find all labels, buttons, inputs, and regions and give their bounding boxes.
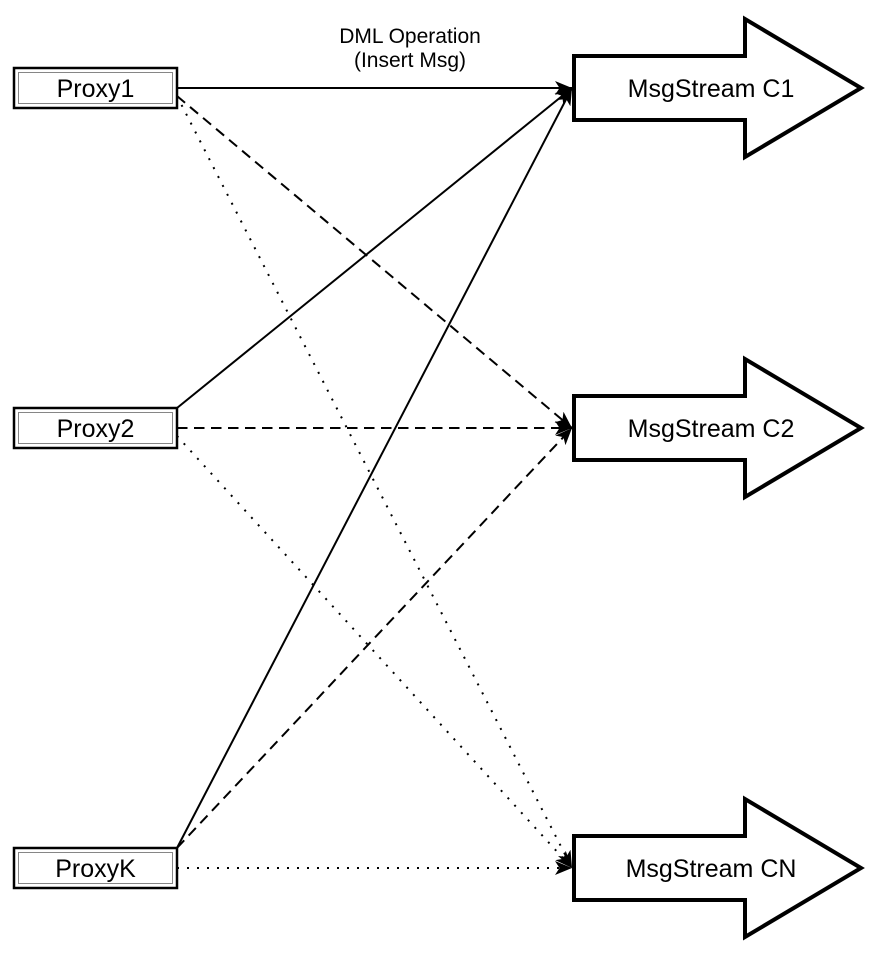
connection-proxyk-c2-dashed bbox=[176, 427, 573, 849]
connection-proxy2-c1-solid bbox=[176, 87, 573, 409]
proxyk-box-inner-border bbox=[18, 852, 173, 884]
msgstream-cn-label: MsgStream CN bbox=[626, 855, 797, 883]
dml-operation-label-line1: DML Operation bbox=[339, 25, 481, 48]
connection-lines bbox=[176, 81, 573, 875]
proxy1-box bbox=[12, 66, 179, 110]
proxy2-node: Proxy2 bbox=[12, 406, 179, 450]
connection-proxyk-c1-solid bbox=[176, 87, 573, 849]
proxy1-label: Proxy1 bbox=[57, 75, 135, 103]
connection-proxy1-c2-dashed bbox=[176, 95, 573, 429]
msgstream-cn-node: MsgStream CN bbox=[572, 795, 865, 941]
proxyk-node: ProxyK bbox=[12, 846, 179, 890]
connection-proxy2-cn-dotted bbox=[176, 435, 573, 869]
proxy2-box-inner-border bbox=[18, 412, 173, 444]
proxy2-box bbox=[12, 406, 179, 450]
msgstream-c2-arrow-shape bbox=[572, 355, 865, 501]
dml-operation-label-line2: (Insert Msg) bbox=[354, 49, 466, 72]
connection-proxy1-cn-dotted bbox=[176, 95, 573, 869]
dml-operation-annotation: DML Operation (Insert Msg) bbox=[339, 25, 481, 72]
msgstream-c2-node: MsgStream C2 bbox=[572, 355, 865, 501]
proxy2-label: Proxy2 bbox=[57, 415, 135, 443]
proxyk-box bbox=[12, 846, 179, 890]
proxy1-node: Proxy1 bbox=[12, 66, 179, 110]
proxy1-box-inner-border bbox=[18, 72, 173, 104]
msgstream-c1-arrow-shape bbox=[572, 15, 865, 161]
msgstream-c1-node: MsgStream C1 bbox=[572, 15, 865, 161]
proxyk-label: ProxyK bbox=[55, 855, 136, 883]
msgstream-c2-label: MsgStream C2 bbox=[628, 415, 795, 443]
msgstream-cn-arrow-shape bbox=[572, 795, 865, 941]
msgstream-c1-label: MsgStream C1 bbox=[628, 75, 795, 103]
